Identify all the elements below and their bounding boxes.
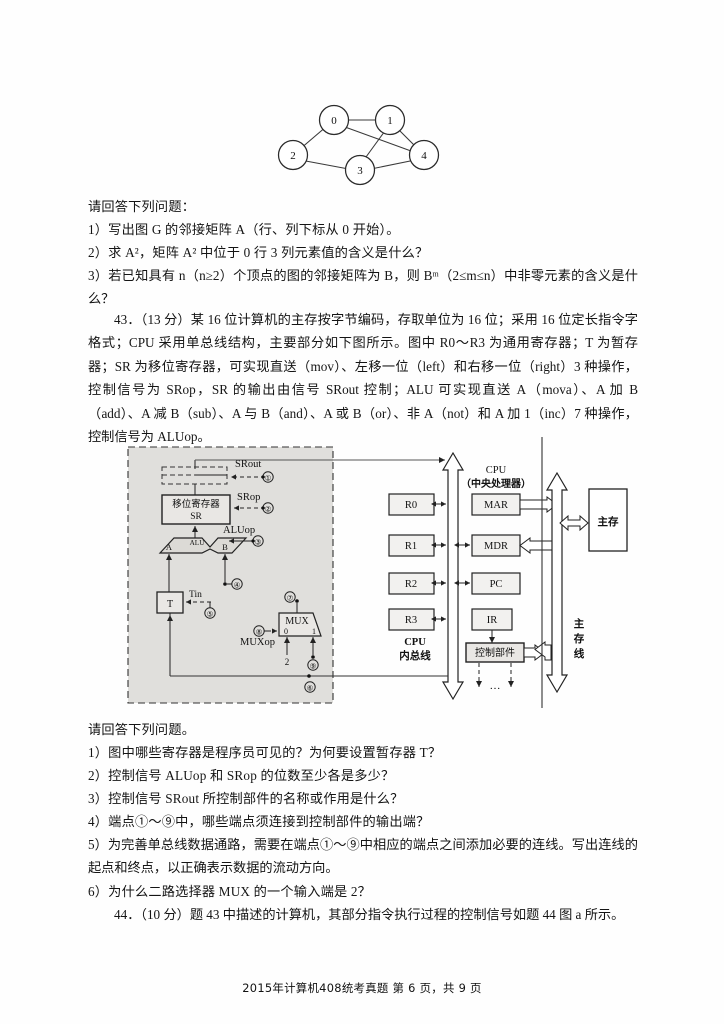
cpu-label-inner-bus-2: 内总线: [399, 649, 431, 662]
cpu-label-tin: Tin: [189, 590, 202, 600]
q44-body: 44．（10 分）题 43 中描述的计算机，其部分指令执行过程的控制信号如题 4…: [88, 903, 638, 926]
q43-item-3: 3）控制信号 SRout 所控制部件的名称或作用是什么？: [88, 791, 404, 806]
q43-item-5-text: 5）为完善单总线数据通路，需要在端点①～⑨中相应的端点之间添加必要的连线。写出连…: [88, 837, 638, 876]
cpu-label-inner-bus-1: CPU: [404, 637, 426, 648]
cpu-label-alu-in-a: A: [166, 542, 173, 552]
cpu-register-r3: R3: [405, 615, 417, 626]
graph-node-1: 1: [387, 115, 393, 127]
cpu-label-mux-in0: 0: [284, 627, 288, 636]
cpu-endpoint-8: ⑧: [256, 628, 263, 637]
q43-item-5: 5）为完善单总线数据通路，需要在端点①～⑨中相应的端点之间添加必要的连线。写出连…: [88, 833, 638, 880]
cpu-main-memory: 主存: [598, 515, 619, 528]
cpu-label-shift-reg-cn: 移位寄存器: [172, 498, 220, 510]
q43-item-2: 2）控制信号 ALUop 和 SRop 的位数至少各是多少？: [88, 768, 395, 783]
graph-node-2: 2: [290, 150, 296, 162]
cpu-endpoint-9: ⑨: [310, 662, 317, 671]
graph-node-3: 3: [357, 165, 363, 177]
cpu-label-mem-bus-3: 线: [574, 647, 585, 660]
q42-item-3: 3）若已知具有 n（n≥2）个顶点的图的邻接矩阵为 B，则 Bᵐ（2≤m≤n）中…: [88, 264, 638, 311]
cpu-register-mdr: MDR: [484, 541, 508, 552]
cpu-label-alu-in-b: B: [222, 542, 228, 552]
cpu-register-ir: IR: [487, 615, 498, 626]
cpu-endpoint-4: ④: [234, 581, 241, 590]
cpu-label-srop: SRop: [237, 492, 260, 503]
q42-item-1: 1）写出图 G 的邻接矩阵 A（行、列下标从 0 开始）。: [88, 222, 400, 237]
q43-prompt: 请回答下列问题。: [88, 722, 196, 737]
q44-body-text: 44．（10 分）题 43 中描述的计算机，其部分指令执行过程的控制信号如题 4…: [114, 907, 625, 922]
cpu-endpoint-6: ⑥: [307, 684, 314, 693]
q43-item-1: 1）图中哪些寄存器是程序员可见的？为何要设置暂存器 T？: [88, 745, 442, 760]
cpu-control-outputs-ellipsis: …: [490, 680, 501, 692]
cpu-title-cn: （中央处理器）: [461, 477, 531, 490]
q42-prompt: 请回答下列问题：: [88, 199, 196, 214]
cpu-label-srout: SRout: [235, 459, 261, 470]
cpu-endpoint-5: ⑤: [207, 610, 214, 619]
cpu-label-mux-const: 2: [285, 657, 290, 667]
q42-item-3-text: 3）若已知具有 n（n≥2）个顶点的图的邻接矩阵为 B，则 Bᵐ（2≤m≤n）中…: [88, 268, 638, 307]
figure-cpu-datapath: SRout ① 移位寄存器 SR SRop ② ALU A B ALUop: [127, 437, 630, 708]
cpu-endpoint-2: ②: [265, 505, 272, 514]
cpu-label-mem-bus-1: 主: [574, 617, 585, 630]
cpu-register-r1: R1: [405, 541, 417, 552]
cpu-endpoint-1: ①: [265, 474, 272, 483]
cpu-label-mem-bus-2: 存: [574, 632, 585, 645]
graph-node-0: 0: [331, 115, 337, 127]
cpu-label-alu: ALU: [190, 539, 206, 547]
cpu-label-mux-in1: 1: [312, 627, 316, 636]
cpu-register-r0: R0: [405, 500, 417, 511]
cpu-label-aluop: ALUop: [223, 525, 255, 536]
q43-item-6: 6）为什么二路选择器 MUX 的一个输入端是 2？: [88, 884, 372, 899]
cpu-label-muxop: MUXop: [240, 637, 275, 648]
cpu-label-shift-reg-en: SR: [190, 512, 202, 522]
page-footer: 2015年计算机408统考真题 第 6 页，共 9 页: [242, 981, 482, 995]
cpu-label-temp-reg: T: [167, 599, 173, 610]
q43-item-4: 4）端点①～⑨中，哪些端点须连接到控制部件的输出端？: [88, 814, 430, 829]
cpu-register-mar: MAR: [484, 500, 508, 511]
cpu-title: CPU: [486, 465, 507, 476]
q43-body-text: 43．（13 分）某 16 位计算机的主存按字节编码，存取单位为 16 位；采用…: [88, 312, 638, 445]
cpu-register-pc: PC: [490, 579, 503, 590]
cpu-register-r2: R2: [405, 579, 417, 590]
figure-graph-g: 0 1 2 3 4: [262, 98, 462, 190]
q42-item-2: 2）求 A²，矩阵 A² 中位于 0 行 3 列元素值的含义是什么？: [88, 245, 429, 260]
cpu-label-mux: MUX: [285, 616, 309, 627]
graph-node-4: 4: [421, 150, 427, 162]
q43-body: 43．（13 分）某 16 位计算机的主存按字节编码，存取单位为 16 位；采用…: [88, 308, 638, 448]
cpu-endpoint-7: ⑦: [287, 594, 294, 603]
cpu-endpoint-3: ③: [255, 538, 262, 547]
cpu-control-unit: 控制部件: [475, 646, 515, 659]
